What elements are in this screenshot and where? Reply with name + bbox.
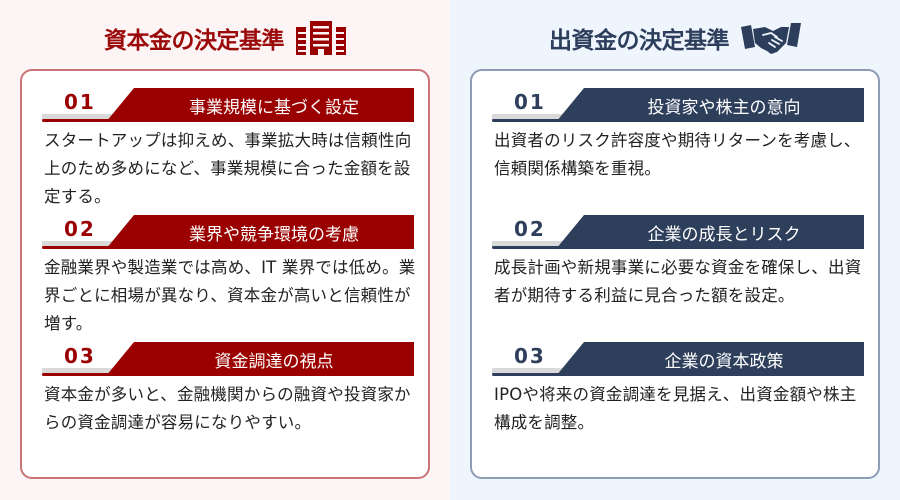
panel-title: 資本金の決定基準: [104, 28, 285, 54]
investment-criteria-card: 01 投資家や株主の意向 出資者のリスク許容度や期待リターンを考慮し、信頼関係構…: [470, 69, 880, 479]
section-1: 01 事業規模に基づく設定 スタートアップは抑えめ、事業拡大時は信頼性向上のため…: [22, 88, 428, 211]
handshake-icon: [741, 23, 801, 54]
section-number: 01: [514, 90, 546, 114]
section-heading: 企業の成長とリスク: [647, 224, 801, 245]
section-header: 01 事業規模に基づく設定: [42, 88, 414, 122]
capital-criteria-panel: 資本金の決定基準: [0, 0, 450, 500]
section-body: 成長計画や新規事業に必要な資金を確保し、出資者が期待する利益に見合った額を設定。: [494, 258, 862, 305]
section-2: 02 企業の成長とリスク 成長計画や新規事業に必要な資金を確保し、出資者が期待す…: [472, 215, 878, 310]
section-1: 01 投資家や株主の意向 出資者のリスク許容度や期待リターンを考慮し、信頼関係構…: [472, 88, 878, 183]
capital-criteria-card: 01 事業規模に基づく設定 スタートアップは抑えめ、事業拡大時は信頼性向上のため…: [20, 69, 430, 479]
section-body: IPOや将来の資金調達を見据え、出資金額や株主構成を調整。: [494, 385, 857, 432]
section-title-bar: 業界や競争環境の考慮: [106, 215, 414, 249]
panel-header: 出資金の決定基準: [450, 18, 900, 58]
investment-criteria-panel: 出資金の決定基準 01 投資家や株主の意向: [450, 0, 900, 500]
section-3: 03 資金調達の視点 資本金が多いと、金融機関からの融資や投資家からの資金調達が…: [22, 342, 428, 437]
section-header: 03 企業の資本政策: [492, 342, 864, 376]
section-body: 出資者のリスク許容度や期待リターンを考慮し、信頼関係構築を重視。: [494, 131, 861, 178]
section-3: 03 企業の資本政策 IPOや将来の資金調達を見据え、出資金額や株主構成を調整。: [472, 342, 878, 437]
section-title-bar: 投資家や株主の意向: [556, 88, 864, 122]
section-body: 資本金が多いと、金融機関からの融資や投資家からの資金調達が容易になりやすい。: [44, 385, 411, 432]
section-number: 02: [64, 217, 96, 241]
section-body: スタートアップは抑えめ、事業拡大時は信頼性向上のため多めになど、事業規模に合った…: [44, 131, 412, 206]
section-title-bar: 企業の成長とリスク: [556, 215, 864, 249]
section-header: 01 投資家や株主の意向: [492, 88, 864, 122]
section-2: 02 業界や競争環境の考慮 金融業界や製造業では高め、IT 業界では低め。業界ご…: [22, 215, 428, 338]
section-title-bar: 企業の資本政策: [556, 342, 864, 376]
section-number: 02: [514, 217, 546, 241]
section-number: 01: [64, 90, 96, 114]
section-header: 02 企業の成長とリスク: [492, 215, 864, 249]
section-header: 03 資金調達の視点: [42, 342, 414, 376]
section-title-bar: 資金調達の視点: [106, 342, 414, 376]
section-body: 金融業界や製造業では高め、IT 業界では低め。業界ごとに相場が異なり、資本金が高…: [44, 258, 416, 333]
section-title-bar: 事業規模に基づく設定: [106, 88, 414, 122]
section-heading: 投資家や株主の意向: [647, 97, 801, 118]
section-heading: 資金調達の視点: [214, 351, 334, 372]
panel-title: 出資金の決定基準: [549, 28, 730, 54]
section-number: 03: [514, 344, 546, 368]
section-heading: 企業の資本政策: [664, 351, 784, 372]
section-heading: 業界や競争環境の考慮: [189, 224, 359, 245]
section-number: 03: [64, 344, 96, 368]
panel-header: 資本金の決定基準: [0, 18, 450, 58]
section-header: 02 業界や競争環境の考慮: [42, 215, 414, 249]
section-heading: 事業規模に基づく設定: [189, 97, 359, 118]
building-icon: [296, 21, 346, 55]
